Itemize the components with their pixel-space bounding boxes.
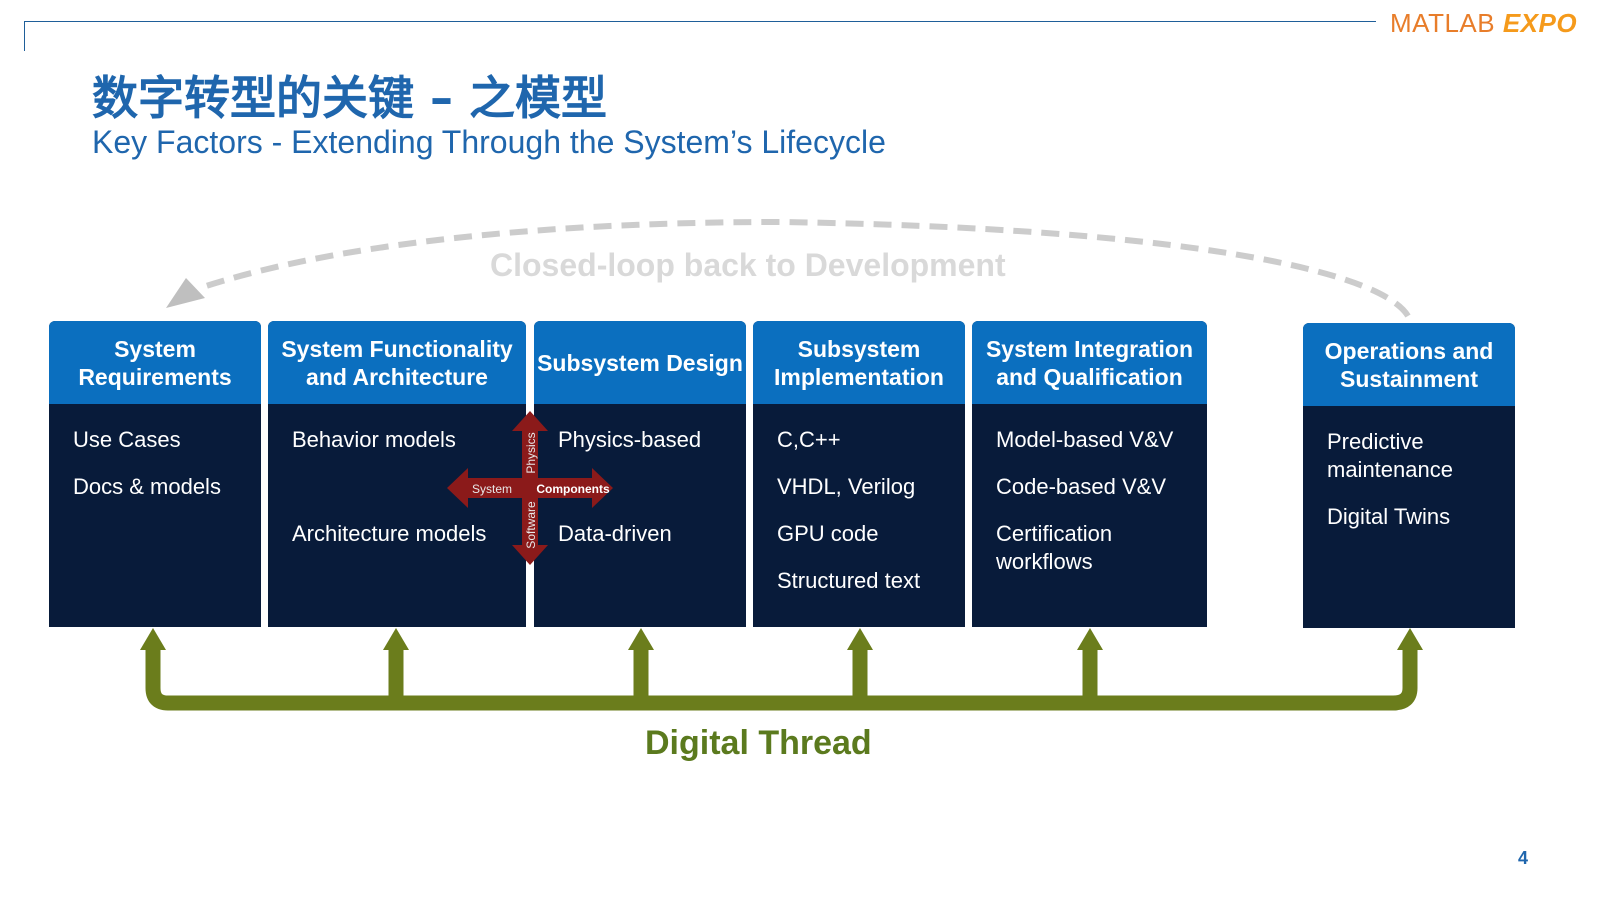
thread-bus — [145, 648, 1418, 711]
page-subtitle: Key Factors - Extending Through the Syst… — [92, 124, 886, 160]
stage-item: Structured text — [777, 568, 921, 593]
page-number: 4 — [1518, 848, 1529, 868]
stage-system-functionality: System Functionality and Architecture Be… — [268, 321, 526, 627]
stage-header: Operations and Sustainment — [1303, 323, 1515, 406]
matlab-expo-logo: MATLAB EXPO — [1390, 8, 1578, 38]
stage-subsystem-design: Subsystem Design Physics-based Data-driv… — [534, 321, 746, 627]
thread-arrowhead — [628, 628, 654, 650]
stage-item: Code-based V&V — [996, 474, 1166, 499]
stage-item: Use Cases — [73, 427, 181, 452]
stage-item: Data-driven — [558, 521, 672, 546]
stage-header: System Integration and Qualification — [972, 321, 1207, 404]
closed-loop-dashed-arc — [199, 218, 1411, 318]
closed-loop-arrowhead — [166, 278, 205, 308]
stage-header: System Functionality and Architecture — [268, 321, 526, 404]
design-axes-cross: Physics System Components Software — [447, 411, 613, 565]
stage-item: Architecture models — [292, 521, 487, 546]
cross-arrow-shape — [447, 411, 613, 565]
cross-label-left: System — [472, 482, 512, 496]
thread-arrowhead — [383, 628, 409, 650]
thread-arrowhead — [1077, 628, 1103, 650]
page-title: 数字转型的关键 – 之模型 — [92, 71, 608, 125]
closed-loop-arrow — [166, 218, 1411, 318]
stage-header: Subsystem Implementation — [753, 321, 965, 404]
cross-label-right: Components — [536, 482, 610, 496]
header-rule-tick — [24, 21, 25, 51]
stage-item: Predictive maintenance — [1327, 429, 1453, 482]
header-rule — [24, 21, 1376, 22]
stage-item: Behavior models — [292, 427, 456, 452]
cross-label-up: Physics — [524, 432, 538, 473]
stage-item: Docs & models — [73, 474, 221, 499]
thread-arrowhead — [140, 628, 166, 650]
thread-arrowhead — [847, 628, 873, 650]
stage-subsystem-implementation: Subsystem Implementation C,C++ VHDL, Ver… — [753, 321, 965, 627]
stage-item: C,C++ — [777, 427, 841, 452]
stage-system-integration: System Integration and Qualification Mod… — [972, 321, 1207, 627]
digital-thread-label: Digital Thread — [645, 724, 872, 762]
stage-operations-sustainment: Operations and Sustainment Predictive ma… — [1303, 323, 1515, 628]
stage-header: System Requirements — [49, 321, 261, 404]
stage-system-requirements: System Requirements Use Cases Docs & mod… — [49, 321, 261, 627]
thread-arrowhead — [1397, 628, 1423, 650]
stage-item: Model-based V&V — [996, 427, 1174, 452]
stage-item: VHDL, Verilog — [777, 474, 916, 499]
stage-item: Certification workflows — [996, 521, 1113, 574]
stage-header: Subsystem Design — [534, 321, 746, 404]
cross-label-down: Software — [524, 501, 538, 549]
stage-item: Physics-based — [558, 427, 702, 452]
stage-item: Digital Twins — [1327, 504, 1451, 529]
stage-item: GPU code — [777, 521, 879, 546]
closed-loop-label: Closed-loop back to Development — [490, 247, 1006, 283]
